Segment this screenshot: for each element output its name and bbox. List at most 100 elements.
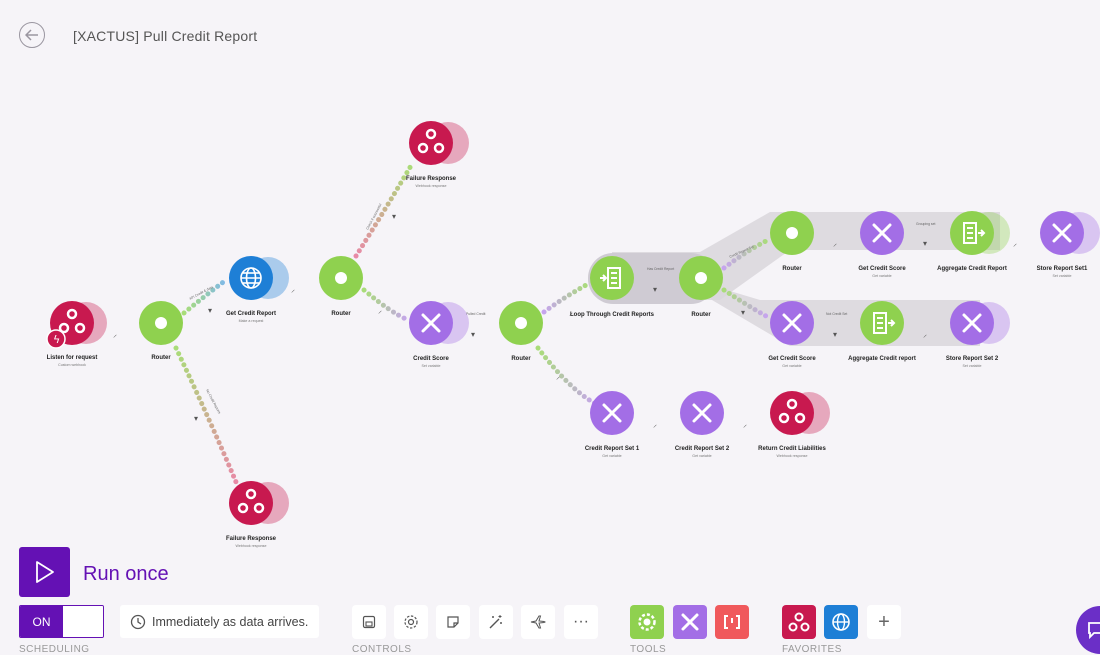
module-label: Router	[331, 311, 351, 317]
flow-control-tool[interactable]	[630, 605, 664, 639]
module-listen-for-request[interactable]: ϟ Listen for request Custom webhook	[46, 301, 107, 367]
favorite-http[interactable]	[824, 605, 858, 639]
module-label: Aggregate Credit Report	[937, 266, 1007, 272]
filter-icon: ▾	[194, 414, 198, 423]
globe-icon	[240, 267, 262, 289]
webhook-icon	[237, 488, 265, 514]
module-loop-through-credit-reports[interactable]: Loop Through Credit Reports	[570, 256, 655, 318]
text-parser-icon	[724, 615, 740, 629]
module-get-credit-score-11[interactable]: Get Credit Score Get variable	[858, 211, 906, 278]
filter-icon: ⸝	[923, 330, 927, 339]
link-router3-loop[interactable]	[541, 281, 591, 315]
route-label: Pulled Credit	[466, 312, 485, 316]
filter-icon: ⸝	[833, 239, 837, 248]
module-credit-report-set-1[interactable]: Credit Report Set 1 Get variable	[585, 391, 640, 458]
link-router4-getbot[interactable]	[721, 287, 769, 319]
tools-icon	[782, 313, 802, 333]
notes-button[interactable]	[436, 605, 470, 639]
module-label: Store Report Set 2	[946, 356, 999, 362]
module-router-21[interactable]: Router	[770, 211, 814, 272]
play-icon	[35, 561, 54, 583]
router-icon	[695, 272, 707, 284]
auto-align-button[interactable]	[479, 605, 513, 639]
module-failure-response-13[interactable]: Failure Response Webhook response	[406, 121, 469, 188]
link-router1-failbottom[interactable]	[173, 345, 239, 485]
text-parser-tool[interactable]	[715, 605, 749, 639]
module-get-credit-score-24[interactable]: Get Credit Score Get variable	[768, 301, 816, 368]
module-store-report-set-2[interactable]: Store Report Set 2 Set variable	[946, 301, 1010, 368]
aggregator-icon	[963, 222, 986, 244]
clock-icon	[130, 614, 146, 629]
module-label: Credit Report Set 2	[675, 446, 730, 452]
module-label: Credit Report Set 1	[585, 446, 640, 452]
tools-icon	[962, 313, 982, 333]
module-aggregate-credit-report-25[interactable]: Aggregate Credit report	[848, 301, 916, 362]
explain-flow-button[interactable]	[521, 605, 555, 639]
more-button[interactable]: ···	[564, 605, 598, 639]
route-label: Grouping set	[916, 222, 935, 226]
instant-trigger-icon	[46, 329, 66, 349]
module-get-credit-report[interactable]: Get Credit Report Make a request	[226, 256, 289, 323]
module-return-credit-liabilities[interactable]: Return Credit Liabilities Webhook respon…	[758, 391, 830, 458]
tools-section-label: TOOLS	[630, 644, 667, 655]
tools-icon	[602, 403, 622, 423]
module-sub: Get variable	[602, 454, 621, 458]
favorites-section-label: FAVORITES	[782, 644, 842, 655]
module-sub: Set variable	[963, 364, 982, 368]
save-button[interactable]	[352, 605, 386, 639]
webhook-icon	[58, 308, 86, 334]
schedule-setting[interactable]: Immediately as data arrives.	[120, 605, 319, 638]
svg-text:ϟ: ϟ	[53, 333, 60, 346]
module-sub: Webhook response	[416, 184, 447, 188]
link-router1-get[interactable]	[181, 277, 229, 316]
filter-icon: ⸝	[1013, 239, 1017, 248]
filter-icon: ⸝	[291, 285, 295, 294]
module-label: Listen for request	[47, 355, 98, 361]
schedule-text: Immediately as data arrives.	[152, 614, 309, 629]
scenario-title: [XACTUS] Pull Credit Report	[73, 28, 258, 44]
tools-icon	[872, 223, 892, 243]
module-router-5[interactable]: Router	[139, 301, 183, 361]
back-button[interactable]	[19, 22, 45, 48]
router-icon	[335, 272, 347, 284]
module-router-16[interactable]: Router	[319, 256, 363, 317]
module-label: Get Credit Score	[768, 356, 816, 362]
module-sub: Get variable	[692, 454, 711, 458]
module-sub: Set variable	[422, 364, 441, 368]
module-store-report-set1[interactable]: Store Report Set1 Set variable	[1037, 211, 1100, 278]
module-credit-score[interactable]: Credit Score Set variable	[409, 301, 469, 368]
module-label: Router	[151, 355, 171, 361]
module-router-19[interactable]: Router	[679, 256, 723, 318]
scheduling-toggle[interactable]: ON	[19, 605, 104, 638]
add-favorite-button[interactable]: +	[867, 605, 901, 639]
aggregator-icon	[873, 312, 896, 334]
filter-icon: ▾	[923, 239, 927, 248]
module-sub: Custom webhook	[58, 363, 86, 367]
link-router3-crs1[interactable]	[535, 345, 599, 407]
filter-icon: ▾	[471, 330, 475, 339]
module-sub: Get variable	[872, 274, 891, 278]
module-aggregate-credit-report-22[interactable]: Aggregate Credit Report	[937, 211, 1010, 272]
link-router2-score[interactable]	[361, 287, 411, 323]
module-sub: Make a request	[239, 319, 264, 323]
link-router4-router5[interactable]	[721, 237, 771, 271]
airplane-icon	[530, 615, 546, 629]
module-label: Router	[511, 356, 531, 362]
module-credit-report-set-2[interactable]: Credit Report Set 2 Get variable	[675, 391, 730, 458]
module-label: Aggregate Credit report	[848, 356, 916, 362]
link-router2-failtop[interactable]	[353, 161, 415, 259]
tools-tool[interactable]	[673, 605, 707, 639]
module-label: Router	[691, 312, 711, 318]
run-once-button[interactable]	[19, 547, 70, 597]
router-icon	[786, 227, 798, 239]
router-icon	[515, 317, 527, 329]
chat-icon	[1088, 622, 1100, 640]
favorite-webhooks[interactable]	[782, 605, 816, 639]
filter-icon: ⸝	[113, 330, 117, 339]
module-sub: Get variable	[782, 364, 801, 368]
gear-icon	[404, 615, 418, 629]
settings-button[interactable]	[394, 605, 428, 639]
module-failure-response-15[interactable]: Failure Response Webhook response	[226, 481, 289, 548]
module-router-18[interactable]: Router	[499, 301, 543, 362]
iterator-icon	[600, 267, 621, 289]
